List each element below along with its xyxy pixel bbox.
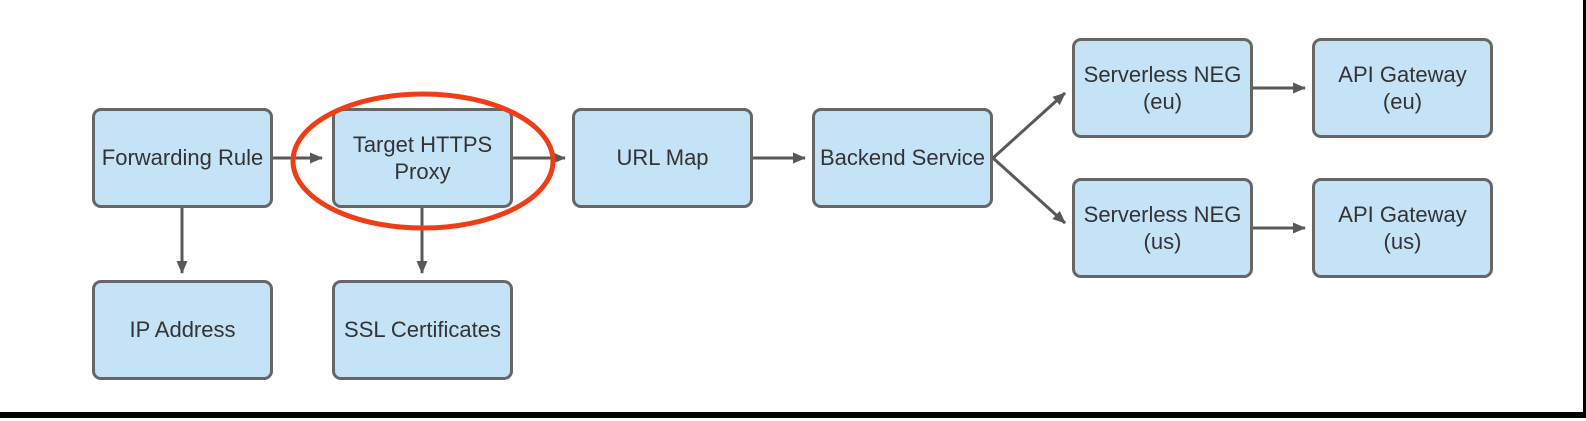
node-api-gateway-us[interactable]: API Gateway (us) xyxy=(1312,178,1493,278)
node-label: API Gateway (eu) xyxy=(1338,61,1467,115)
node-forwarding-rule[interactable]: Forwarding Rule xyxy=(92,108,273,208)
node-backend-service[interactable]: Backend Service xyxy=(812,108,993,208)
node-label: URL Map xyxy=(616,145,709,171)
node-label: Backend Service xyxy=(819,145,986,171)
node-url-map[interactable]: URL Map xyxy=(572,108,753,208)
node-label: IP Address xyxy=(129,317,236,343)
node-label: API Gateway (us) xyxy=(1338,201,1467,255)
node-ip-address[interactable]: IP Address xyxy=(92,280,273,380)
right-border-line xyxy=(1583,0,1586,417)
edge-backend-service-to-serverless-neg-eu xyxy=(991,91,1067,160)
node-label: Target HTTPS Proxy xyxy=(352,131,493,185)
node-ssl-certificates[interactable]: SSL Certificates xyxy=(332,280,513,380)
node-label: Serverless NEG (us) xyxy=(1083,201,1242,255)
node-target-https-proxy[interactable]: Target HTTPS Proxy xyxy=(332,108,513,208)
bottom-rule-line xyxy=(0,412,1586,418)
node-label: SSL Certificates xyxy=(344,317,501,343)
node-serverless-neg-eu[interactable]: Serverless NEG (eu) xyxy=(1072,38,1253,138)
node-label: Forwarding Rule xyxy=(101,145,264,171)
edge-backend-service-to-serverless-neg-us xyxy=(991,156,1067,225)
node-serverless-neg-us[interactable]: Serverless NEG (us) xyxy=(1072,178,1253,278)
node-label: Serverless NEG (eu) xyxy=(1083,61,1242,115)
node-api-gateway-eu[interactable]: API Gateway (eu) xyxy=(1312,38,1493,138)
